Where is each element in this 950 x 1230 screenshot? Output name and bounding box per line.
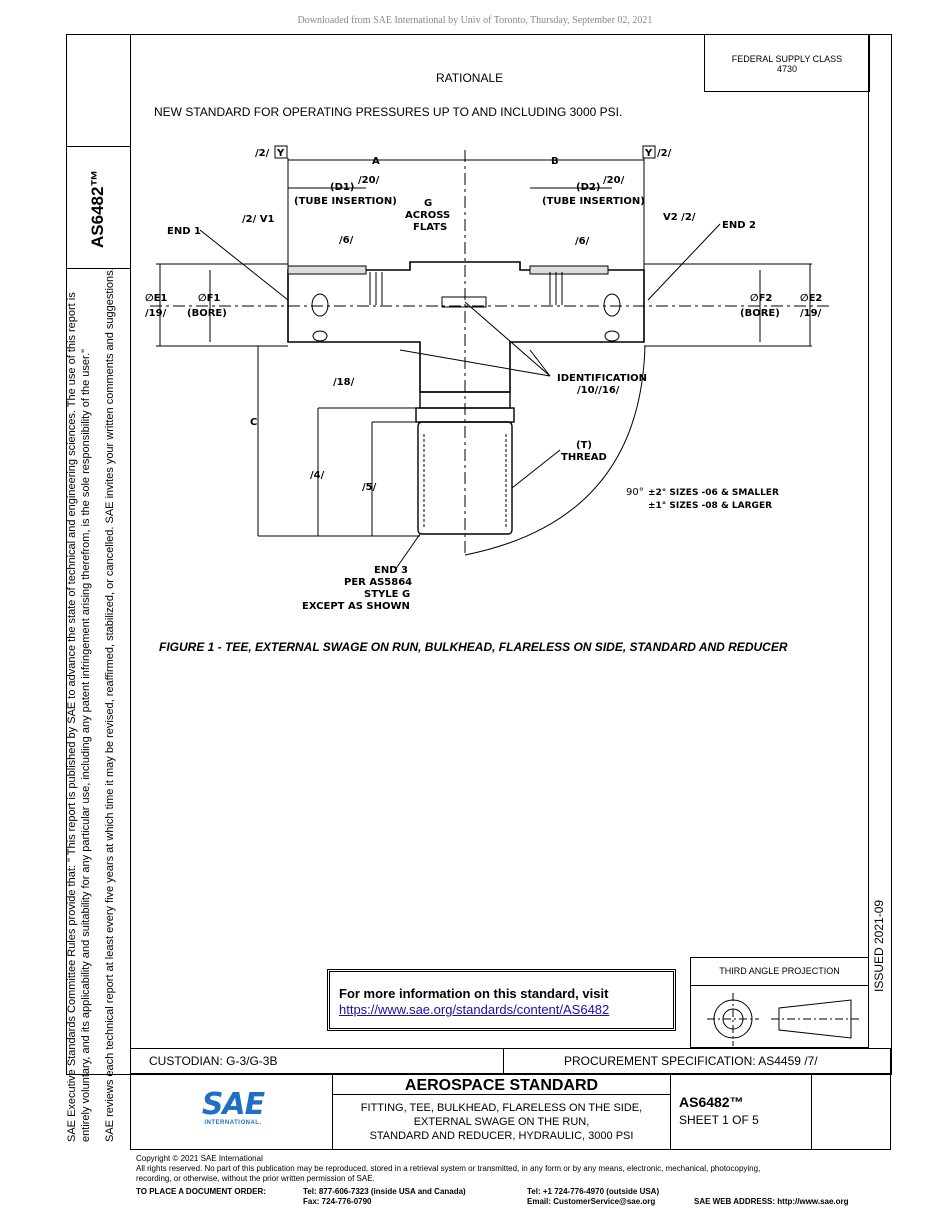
label-tube-insertion-right: (TUBE INSERTION) (542, 196, 645, 207)
fax: Fax: 724-776-0790 (303, 1197, 372, 1206)
footer: Copyright © 2021 SAE International All r… (136, 1154, 916, 1184)
label-end3-style: STYLE G (364, 589, 410, 600)
label-6-right: /6/ (575, 236, 590, 247)
label-end1: END 1 (167, 226, 201, 237)
label-f2: ∅F2 (750, 293, 772, 304)
label-end3-spec: PER AS5864 (344, 577, 412, 588)
description-line-1: FITTING, TEE, BULKHEAD, FLARELESS ON THE… (360, 1102, 643, 1114)
sae-logo-mark: SAE (201, 1087, 265, 1122)
label-end3: END 3 (374, 565, 408, 576)
issued-date: ISSUED 2021-09 (872, 899, 886, 992)
label-bore-right: (BORE) (740, 308, 780, 319)
copyright: Copyright © 2021 SAE International (136, 1154, 263, 1163)
label-tube-insertion-left: (TUBE INSERTION) (294, 196, 397, 207)
label-d2-tol: /20/ (603, 175, 625, 186)
page-frame (66, 34, 892, 1075)
description-line-2: EXTERNAL SWAGE ON THE RUN, (413, 1116, 590, 1128)
label-flats: FLATS (413, 222, 447, 233)
label-across: ACROSS (405, 210, 450, 221)
blank-cell (811, 1073, 891, 1150)
tel-usa: Tel: 877-606-7323 (inside USA and Canada… (303, 1187, 466, 1196)
rights-line-2: recording, or otherwise, without the pri… (136, 1174, 375, 1183)
rights-line-1: All rights reserved. No part of this pub… (136, 1164, 761, 1173)
order-label: TO PLACE A DOCUMENT ORDER: (136, 1187, 266, 1196)
figure-caption: FIGURE 1 - TEE, EXTERNAL SWAGE ON RUN, B… (159, 640, 788, 654)
label-e1-tol: /19/ (145, 308, 167, 319)
label-e1: ∅E1 (145, 293, 167, 304)
federal-supply-code: 4730 (776, 64, 798, 74)
rationale-heading: RATIONALE (436, 71, 504, 85)
label-thread: THREAD (561, 452, 607, 463)
tel-intl: Tel: +1 724-776-4970 (outside USA) (527, 1187, 660, 1196)
title-cell: AEROSPACE STANDARD FITTING, TEE, BULKHEA… (332, 1073, 671, 1150)
third-angle-label: THIRD ANGLE PROJECTION (719, 966, 840, 976)
sae-logo: SAE INTERNATIONAL. (201, 1087, 265, 1127)
label-e2: ∅E2 (800, 293, 822, 304)
doc-number-cell: AS6482™ SHEET 1 OF 5 (670, 1073, 812, 1150)
description-line-3: STANDARD AND REDUCER, HYDRAULIC, 3000 PS… (369, 1130, 634, 1142)
label-4: /4/ (310, 470, 325, 481)
federal-supply-label: FEDERAL SUPPLY CLASS (731, 54, 843, 64)
label-identification: IDENTIFICATION (557, 373, 647, 384)
label-e2-tol: /19/ (800, 308, 822, 319)
label-d2: (D2) (576, 182, 600, 193)
doc-number: AS6482™ (679, 1094, 744, 1110)
label-identification-notes: /10//16/ (577, 385, 620, 396)
standard-title: AEROSPACE STANDARD (333, 1074, 670, 1095)
label-y-left: Y (276, 148, 285, 159)
sae-logo-sub: INTERNATIONAL. (204, 1120, 262, 1126)
email: Email: CustomerService@sae.org (527, 1197, 656, 1206)
label-d1: (D1) (330, 182, 354, 193)
standard-link[interactable]: https://www.sae.org/standards/content/AS… (339, 1002, 610, 1017)
label-angle-tol-2: ±1° SIZES -08 & LARGER (648, 501, 772, 511)
label-f1: ∅F1 (198, 293, 220, 304)
label-b: B (551, 156, 559, 167)
label-2-right: /2/ (657, 148, 672, 159)
label-18: /18/ (333, 377, 355, 388)
label-end3-except: EXCEPT AS SHOWN (302, 601, 410, 612)
procurement-spec: PROCUREMENT SPECIFICATION: AS4459 /7/ (564, 1054, 818, 1068)
left-cell-divider-1 (66, 146, 131, 147)
left-cell-divider-2 (66, 268, 131, 269)
federal-supply-box: FEDERAL SUPPLY CLASS 4730 (704, 34, 870, 92)
label-6-left: /6/ (339, 235, 354, 246)
label-5: /5/ (362, 482, 377, 493)
left-column-divider (130, 34, 131, 1075)
label-end2: END 2 (722, 220, 756, 231)
logo-cell: SAE INTERNATIONAL. (130, 1073, 333, 1150)
label-d1-tol: /20/ (358, 175, 380, 186)
label-y-right: Y (644, 148, 653, 159)
web-address: SAE WEB ADDRESS: http://www.sae.org (694, 1197, 849, 1206)
right-strip-divider (868, 34, 869, 1048)
custodian: CUSTODIAN: G-3/G-3B (149, 1054, 278, 1068)
rationale-text: NEW STANDARD FOR OPERATING PRESSURES UP … (154, 105, 623, 119)
label-c: C (250, 417, 257, 428)
label-2-left: /2/ (255, 148, 270, 159)
info-box-text: For more information on this standard, v… (339, 986, 609, 1001)
label-angle-tol-1: ±2° SIZES -06 & SMALLER (648, 488, 779, 498)
sheet-number: SHEET 1 OF 5 (679, 1113, 759, 1127)
info-box: For more information on this standard, v… (327, 969, 676, 1031)
label-a: A (372, 156, 380, 167)
custodian-cell: CUSTODIAN: G-3/G-3B (130, 1048, 504, 1074)
procurement-cell: PROCUREMENT SPECIFICATION: AS4459 /7/ (503, 1048, 891, 1074)
download-notice: Downloaded from SAE International by Uni… (297, 15, 653, 26)
tee-fitting-drawing: /2/ Y A B Y /2/ (D1) /20/ (TUBE INSERTIO… (145, 145, 830, 612)
label-v1: /2/ V1 (242, 214, 274, 225)
third-angle-box: THIRD ANGLE PROJECTION (690, 957, 869, 1048)
label-angle: 90° (626, 487, 644, 498)
label-t: (T) (576, 440, 592, 451)
label-g: G (424, 198, 432, 209)
third-angle-symbol (707, 993, 859, 1046)
label-bore-left: (BORE) (187, 308, 227, 319)
label-v2: V2 /2/ (663, 212, 696, 223)
